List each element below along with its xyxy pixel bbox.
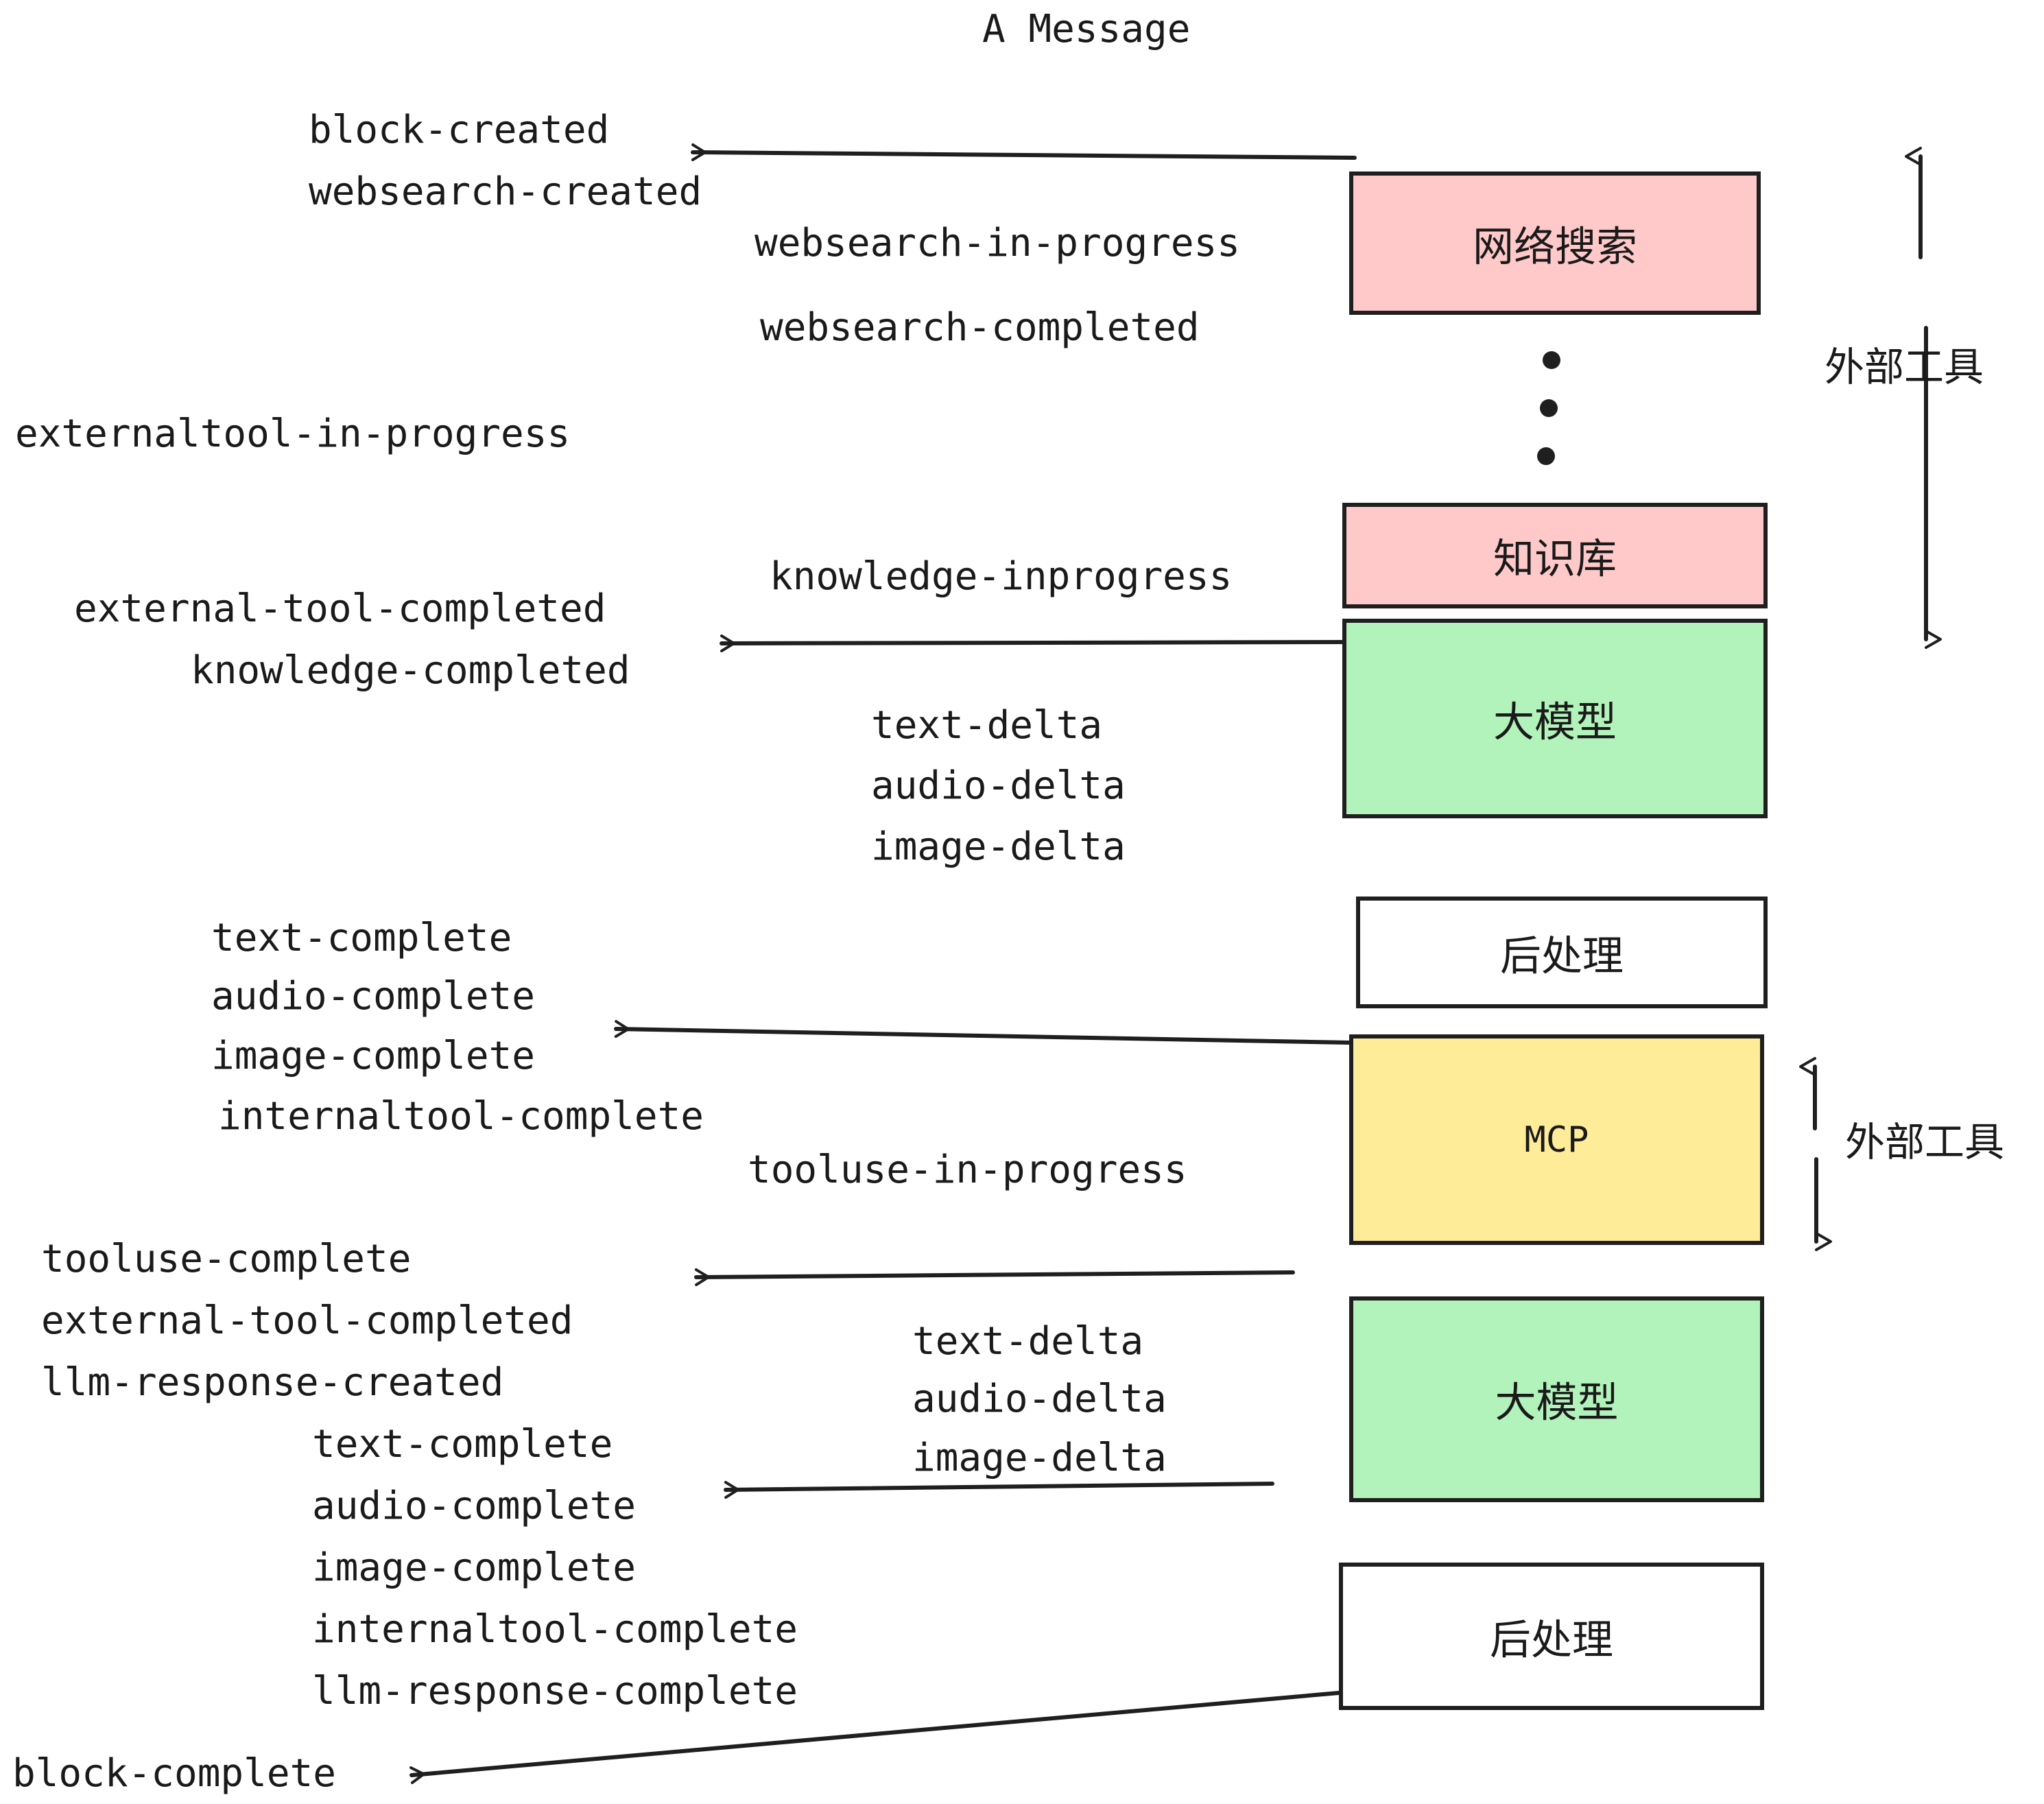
event-label-audio-complete-2: audio-complete — [312, 1484, 637, 1528]
event-label-externaltool-in-progress: externaltool-in-progress — [15, 412, 571, 456]
event-label-audio-complete-1: audio-complete — [211, 974, 536, 1019]
node-box-llm-1 — [1342, 619, 1768, 818]
node-box-postprocess-2 — [1339, 1563, 1764, 1710]
node-label-websearch: 网络搜索 — [1473, 224, 1637, 270]
event-label-websearch-created: websearch-created — [309, 169, 702, 214]
node-label-postprocess-1: 后处理 — [1500, 933, 1624, 979]
arrow-block-complete — [409, 1691, 1341, 1784]
group-label-external-tools-bottom: 外部工具 — [1845, 1120, 2005, 1165]
event-label-knowledge-inprogress: knowledge-inprogress — [770, 554, 1233, 599]
event-label-text-complete-2: text-complete — [312, 1422, 613, 1467]
node-label-llm-2: 大模型 — [1495, 1379, 1619, 1426]
event-label-tooluse-complete: tooluse-complete — [41, 1237, 412, 1281]
event-label-websearch-in-progress: websearch-in-progress — [754, 221, 1241, 265]
arrow-image-complete — [614, 1020, 1352, 1045]
event-label-text-delta-1: text-delta — [871, 703, 1103, 748]
arrow-knowledge-done — [720, 634, 1355, 652]
arrow-block-created — [691, 143, 1357, 161]
event-label-llm-response-created: llm-response-created — [41, 1360, 504, 1405]
event-label-audio-delta-2: audio-delta — [912, 1377, 1167, 1421]
page-title: A Message — [982, 7, 1191, 51]
external-tool-arrow-group — [1799, 147, 1942, 1251]
event-label-llm-response-complete: llm-response-complete — [312, 1669, 798, 1713]
node-box-websearch — [1349, 171, 1761, 315]
event-label-image-complete-2: image-complete — [312, 1545, 637, 1590]
event-label-knowledge-completed: knowledge-completed — [191, 648, 630, 693]
event-label-internaltool-complete-1: internaltool-complete — [218, 1094, 704, 1139]
ellipsis-dots-group — [1537, 351, 1560, 465]
arrow-tooluse-done — [694, 1268, 1295, 1286]
event-label-block-complete: block-complete — [12, 1751, 337, 1796]
node-box-mcp — [1349, 1034, 1764, 1245]
node-label-knowledge: 知识库 — [1493, 536, 1617, 582]
ellipsis-dot-3 — [1537, 447, 1555, 465]
ellipsis-dot-2 — [1540, 399, 1558, 417]
arrow-audio-complete — [724, 1481, 1274, 1499]
event-label-image-complete-1: image-complete — [211, 1034, 536, 1078]
node-label-llm-1: 大模型 — [1493, 699, 1617, 745]
event-label-block-created: block-created — [309, 108, 610, 152]
ellipsis-dot-1 — [1543, 351, 1560, 369]
event-label-text-complete-1: text-complete — [211, 916, 512, 960]
event-label-text-delta-2: text-delta — [912, 1319, 1144, 1364]
event-label-tooluse-in-progress: tooluse-in-progress — [748, 1148, 1187, 1192]
event-label-external-tool-completed-1: external-tool-completed — [74, 586, 606, 631]
flow-arrow-group — [409, 143, 1357, 1784]
event-label-websearch-completed: websearch-completed — [760, 305, 1200, 350]
node-label-mcp: MCP — [1524, 1119, 1589, 1161]
group-label-external-tools-top: 外部工具 — [1825, 345, 1984, 390]
event-label-image-delta-2: image-delta — [912, 1436, 1167, 1480]
event-label-external-tool-completed-2: external-tool-completed — [41, 1298, 573, 1343]
node-box-postprocess-1 — [1356, 897, 1768, 1008]
event-label-internaltool-complete-2: internaltool-complete — [312, 1607, 798, 1652]
node-box-llm-2 — [1349, 1296, 1764, 1502]
node-label-postprocess-2: 后处理 — [1490, 1617, 1613, 1663]
event-label-audio-delta-1: audio-delta — [871, 763, 1126, 808]
event-label-image-delta-1: image-delta — [871, 824, 1126, 869]
node-box-knowledge — [1342, 503, 1768, 608]
